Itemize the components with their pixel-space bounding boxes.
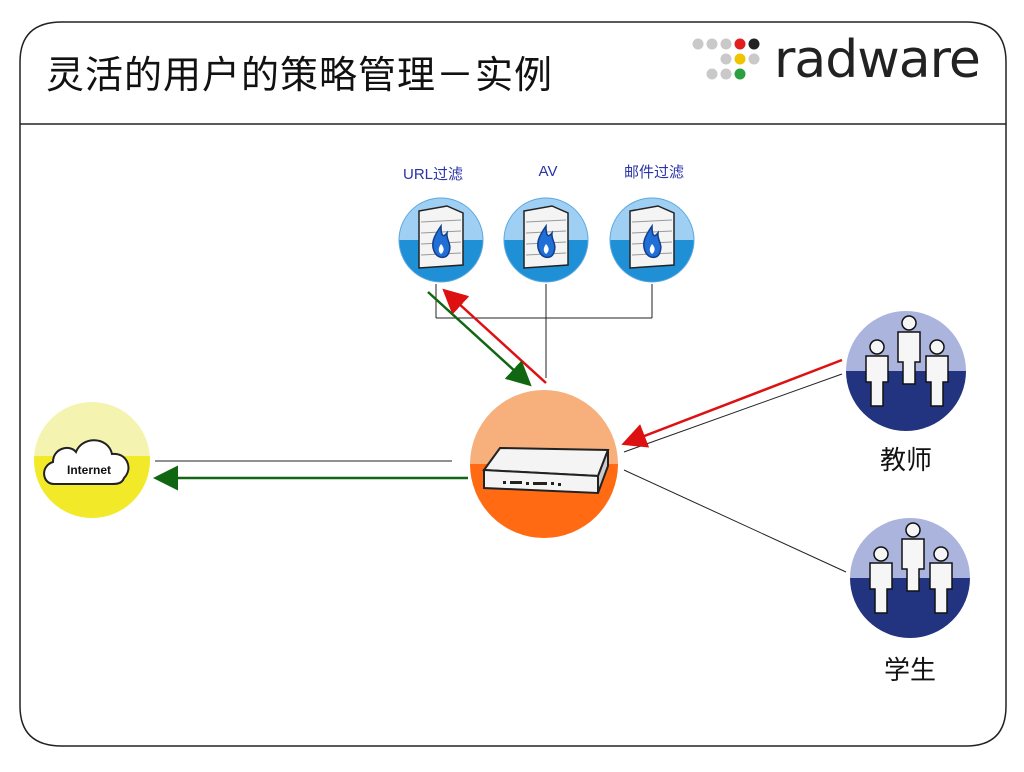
appliance-icon xyxy=(482,446,610,495)
group-label-teachers: 教师 xyxy=(879,446,932,476)
radware-logo-dots xyxy=(692,38,760,80)
radware-device-node xyxy=(470,390,618,538)
people-icon xyxy=(865,315,949,407)
red-arrow-from-teachers xyxy=(621,358,843,448)
firewall-icon xyxy=(418,205,464,269)
service-label-mail-filter: 邮件过滤 xyxy=(623,164,684,181)
firewall-icon xyxy=(523,205,569,269)
brand-wordmark: radware xyxy=(774,30,981,90)
service-label-av: AV xyxy=(538,163,558,180)
green-arrow-from-url-filter xyxy=(427,291,532,387)
cloud-icon xyxy=(43,439,130,485)
service-icon-url-filter xyxy=(398,197,484,283)
service-label-url-filter: URL过滤 xyxy=(402,166,463,183)
red-arrow-to-url-filter xyxy=(442,288,547,384)
teacher-group-node xyxy=(846,311,966,431)
page-title: 灵活的用户的策略管理－实例 xyxy=(46,53,554,97)
people-icon xyxy=(869,522,953,614)
service-icon-av xyxy=(503,197,589,283)
internet-node xyxy=(34,402,150,518)
student-group-node xyxy=(850,518,970,638)
firewall-icon xyxy=(629,205,675,269)
connector-lines xyxy=(155,284,847,573)
internet-label: Internet xyxy=(67,463,111,477)
slide-frame xyxy=(19,21,1007,747)
group-label-students: 学生 xyxy=(883,656,936,686)
service-icon-mail-filter xyxy=(609,197,695,283)
